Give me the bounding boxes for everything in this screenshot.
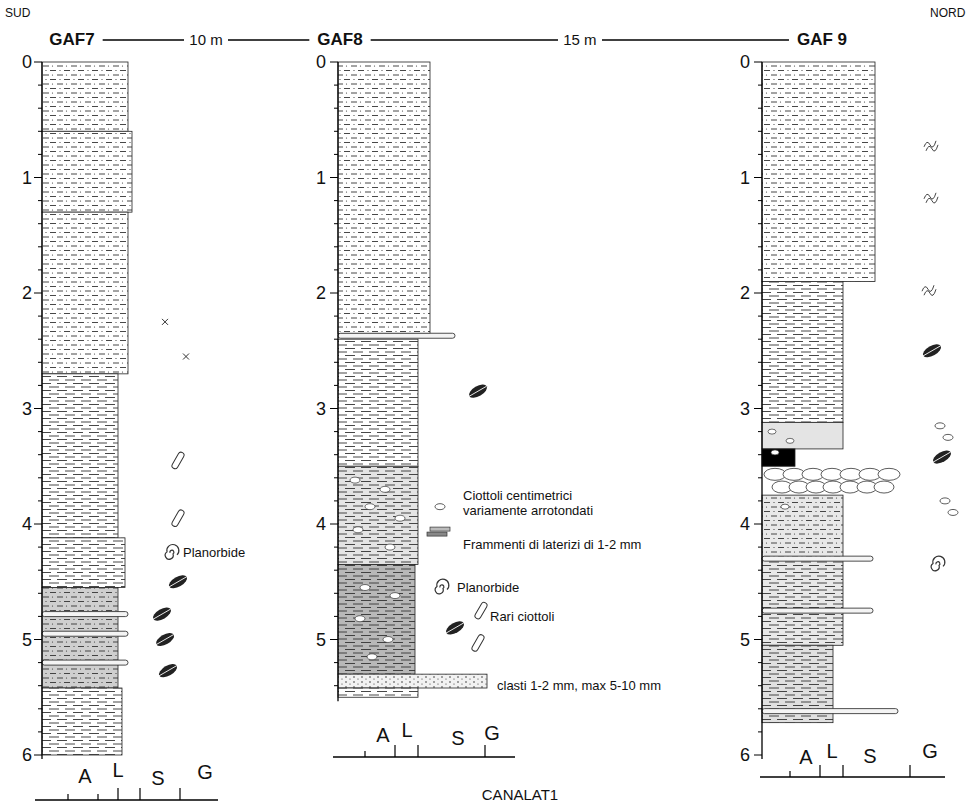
- log-heading: GAF7: [45, 28, 98, 52]
- log-heading: GAF8: [313, 28, 366, 52]
- grain-size-letter: G: [922, 740, 938, 763]
- log-name: GAF8: [317, 30, 362, 49]
- depth-number: 6: [22, 745, 32, 766]
- depth-number: 1: [316, 167, 326, 188]
- grain-size-letter: G: [197, 761, 213, 784]
- depth-number: 5: [22, 629, 32, 650]
- log-heading: GAF 9: [793, 28, 851, 52]
- depth-number: 2: [22, 283, 32, 304]
- depth-number: 3: [316, 398, 326, 419]
- grain-size-letter: L: [112, 759, 123, 782]
- depth-number: 3: [22, 398, 32, 419]
- depth-number: 5: [740, 629, 750, 650]
- annotation: Rari ciottoli: [490, 610, 554, 625]
- grain-size-letter: G: [484, 722, 500, 745]
- log-name: GAF 9: [797, 30, 847, 49]
- log-name: GAF7: [49, 30, 94, 49]
- grain-size-letter: L: [826, 740, 837, 763]
- annotation: Ciottoli centimetrici variamente arroton…: [463, 489, 615, 519]
- annotation: clasti 1-2 mm, max 5-10 mm: [497, 679, 661, 694]
- annotation: Planorbide: [457, 581, 519, 596]
- depth-number: 4: [22, 514, 32, 535]
- depth-number: 0: [316, 52, 326, 73]
- grain-size-letter: S: [151, 767, 164, 790]
- log-drawing: [34, 62, 958, 800]
- direction-label: SUD: [5, 7, 30, 21]
- depth-number: 4: [316, 514, 326, 535]
- annotation: Frammenti di laterizi di 1-2 mm: [463, 538, 641, 553]
- depth-number: 5: [316, 629, 326, 650]
- depth-number: 1: [22, 167, 32, 188]
- depth-number: 0: [740, 52, 750, 73]
- depth-number: 4: [740, 514, 750, 535]
- depth-number: 3: [740, 398, 750, 419]
- figure-name: CANALAT1: [482, 786, 558, 803]
- grain-size-letter: S: [451, 727, 464, 750]
- grain-size-letter: A: [799, 746, 812, 769]
- depth-number: 1: [740, 167, 750, 188]
- depth-number: 2: [740, 283, 750, 304]
- depth-number: 6: [740, 745, 750, 766]
- distance-label: 10 m: [184, 31, 227, 48]
- grain-size-letter: A: [78, 765, 91, 788]
- grain-size-letter: L: [401, 719, 412, 742]
- depth-number: 2: [316, 283, 326, 304]
- distance-label: 15 m: [558, 31, 601, 48]
- depth-number: 0: [22, 52, 32, 73]
- direction-label: NORD: [930, 7, 965, 21]
- grain-size-letter: A: [376, 724, 389, 747]
- grain-size-letter: S: [863, 745, 876, 768]
- annotation: Planorbide: [183, 545, 245, 560]
